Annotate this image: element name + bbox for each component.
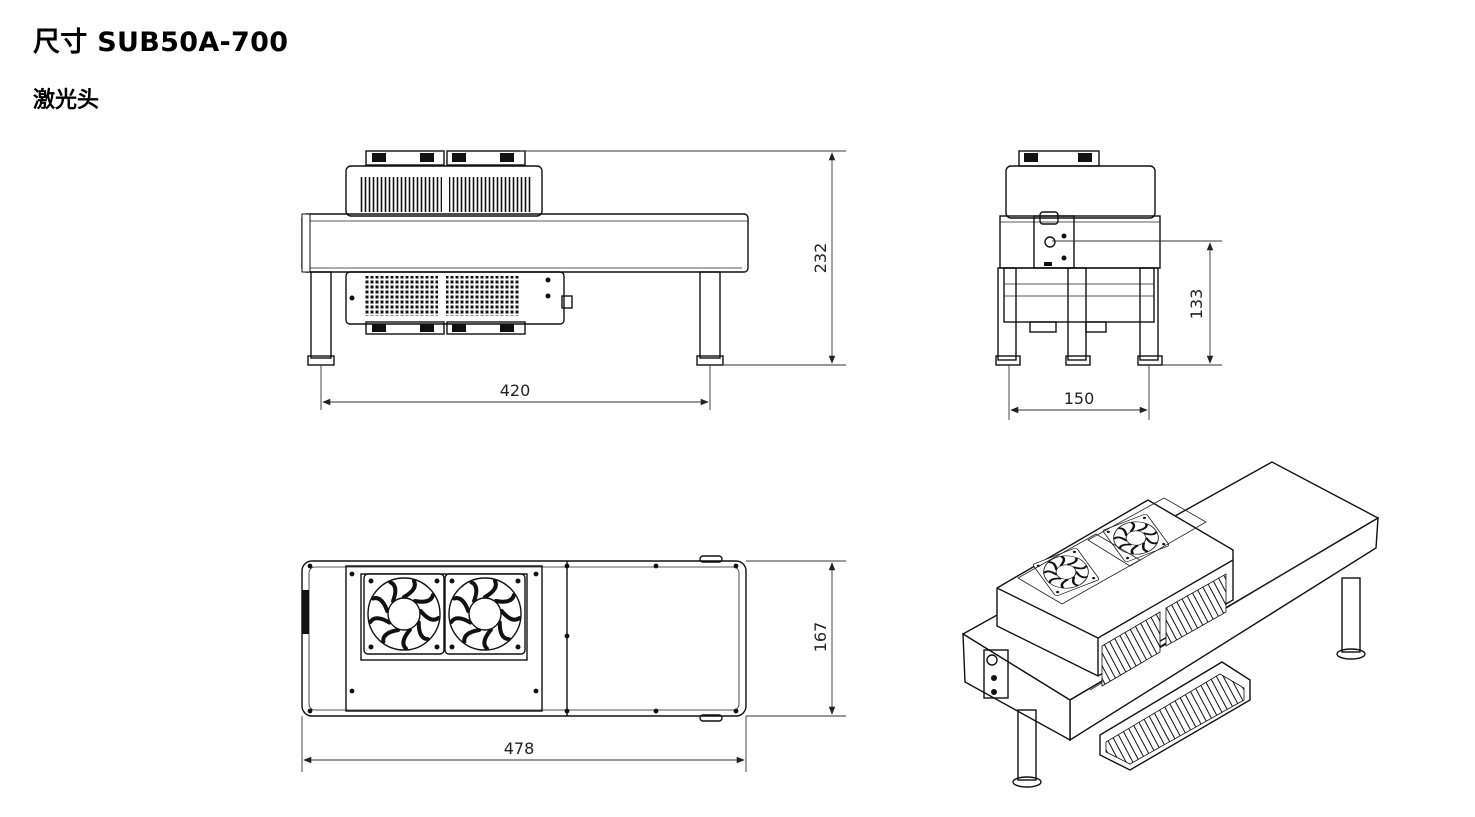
dim-top-depth: 167 — [811, 622, 830, 653]
dim-side-width: 150 — [1064, 389, 1095, 408]
page-title: 尺寸 SUB50A-700 — [33, 27, 289, 58]
dim-side-height: 133 — [1187, 289, 1206, 320]
front-view: 232 420 — [301, 150, 846, 410]
section-title: 激光头 — [33, 88, 100, 113]
side-view: 133 150 — [995, 150, 1222, 420]
top-view: 167 478 — [301, 555, 846, 772]
isometric-view — [961, 461, 1380, 788]
dim-top-length: 478 — [504, 739, 535, 758]
dim-front-width: 420 — [500, 381, 531, 400]
dim-front-height: 232 — [811, 243, 830, 274]
